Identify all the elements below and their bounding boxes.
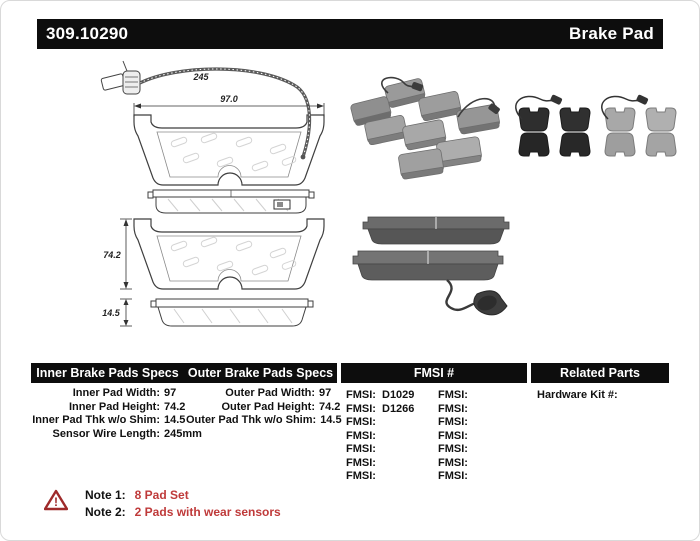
pad-height-dim: 74.2: [103, 250, 121, 260]
table-row: FMSI:D1266: [346, 402, 415, 415]
pad-pairs-photo: [515, 94, 677, 157]
table-row: FMSI:: [346, 416, 376, 428]
pad-edge-bars: [352, 216, 510, 281]
brake-pad-technical-drawing: 245 97.0: [100, 60, 325, 327]
note-2-text: 2 Pads with wear sensors: [134, 505, 281, 519]
table-row: Inner Pad Thk w/o Shim:14.5: [32, 414, 186, 426]
table-row: FMSI:D1029: [346, 389, 415, 401]
related-parts-table-header: Related Parts: [531, 363, 669, 383]
table-row: FMSI:: [346, 470, 376, 482]
table-row: FMSI:: [438, 443, 468, 455]
table-row: Outer Pad Width:97: [225, 387, 332, 399]
table-row: FMSI:: [346, 429, 376, 442]
sensor-connector: [473, 290, 508, 316]
fmsi-column-1: FMSI:D1029 FMSI:D1266 FMSI: FMSI: FMSI: …: [346, 389, 434, 484]
note-1-label: Note 1:: [85, 488, 126, 502]
width-dimension: [133, 103, 325, 117]
table-row: FMSI:: [346, 456, 376, 469]
sensor-wire-length-dim: 245: [192, 72, 209, 82]
part-number: 309.10290: [46, 24, 129, 43]
svg-text:!: !: [54, 495, 58, 509]
table-row: FMSI:: [438, 402, 468, 415]
hardware-kit-row: Hardware Kit #:: [537, 389, 618, 401]
outer-specs-title: Outer Brake Pads Specs: [187, 366, 334, 380]
product-name: Brake Pad: [569, 24, 654, 43]
table-row: Outer Pad Thk w/o Shim:14.5: [186, 414, 342, 426]
pad-edge-sensor-photo: [352, 216, 510, 316]
pad-bottom-edge-view: [150, 298, 314, 327]
outer-pads-light: [604, 107, 677, 157]
table-row: Outer Pad Height:74.2: [221, 400, 341, 413]
pad-set-photo: [350, 76, 500, 180]
wear-sensor-wire: [445, 279, 480, 312]
inner-specs-table: Inner Pad Width:97 Inner Pad Height:74.2…: [31, 387, 206, 441]
note-1-text: 8 Pad Set: [134, 488, 189, 502]
fmsi-table-header: FMSI #: [341, 363, 527, 383]
height-dimension: [120, 218, 132, 290]
table-row: Inner Pad Height:74.2: [68, 400, 186, 413]
pad-front-view-2: [133, 218, 325, 290]
inner-specs-title: Inner Brake Pads Specs: [36, 366, 179, 380]
table-row: FMSI:: [438, 456, 468, 469]
table-row: FMSI:: [346, 443, 376, 455]
table-row: FMSI:: [438, 429, 468, 442]
specs-table-header: Inner Brake Pads Specs Outer Brake Pads …: [31, 363, 337, 383]
title-bar: 309.10290 Brake Pad: [37, 19, 663, 49]
note-2-label: Note 2:: [85, 505, 126, 519]
outer-specs-table: Outer Pad Width:97 Outer Pad Height:74.2…: [186, 387, 361, 428]
table-row: FMSI:: [438, 416, 468, 428]
fmsi-column-2: FMSI: FMSI: FMSI: FMSI: FMSI: FMSI: FMSI…: [438, 389, 526, 484]
table-row: FMSI:: [438, 389, 468, 401]
wear-sensor-wire: [100, 60, 312, 160]
table-row: FMSI:: [438, 470, 468, 482]
pad-thickness-dim: 14.5: [102, 308, 121, 318]
notes-section: Note 1: 8 Pad Set Note 2: 2 Pads with we…: [85, 488, 281, 519]
pad-top-edge-view: [147, 189, 315, 214]
pad-front-view: [133, 114, 325, 186]
thickness-dimension: [120, 298, 132, 327]
inner-pads-dark: [518, 107, 591, 157]
warning-triangle-icon: !: [44, 489, 68, 511]
table-row: Sensor Wire Length:245mm: [52, 427, 202, 440]
pad-width-dim: 97.0: [220, 94, 238, 104]
table-row: Inner Pad Width:97: [72, 387, 177, 399]
